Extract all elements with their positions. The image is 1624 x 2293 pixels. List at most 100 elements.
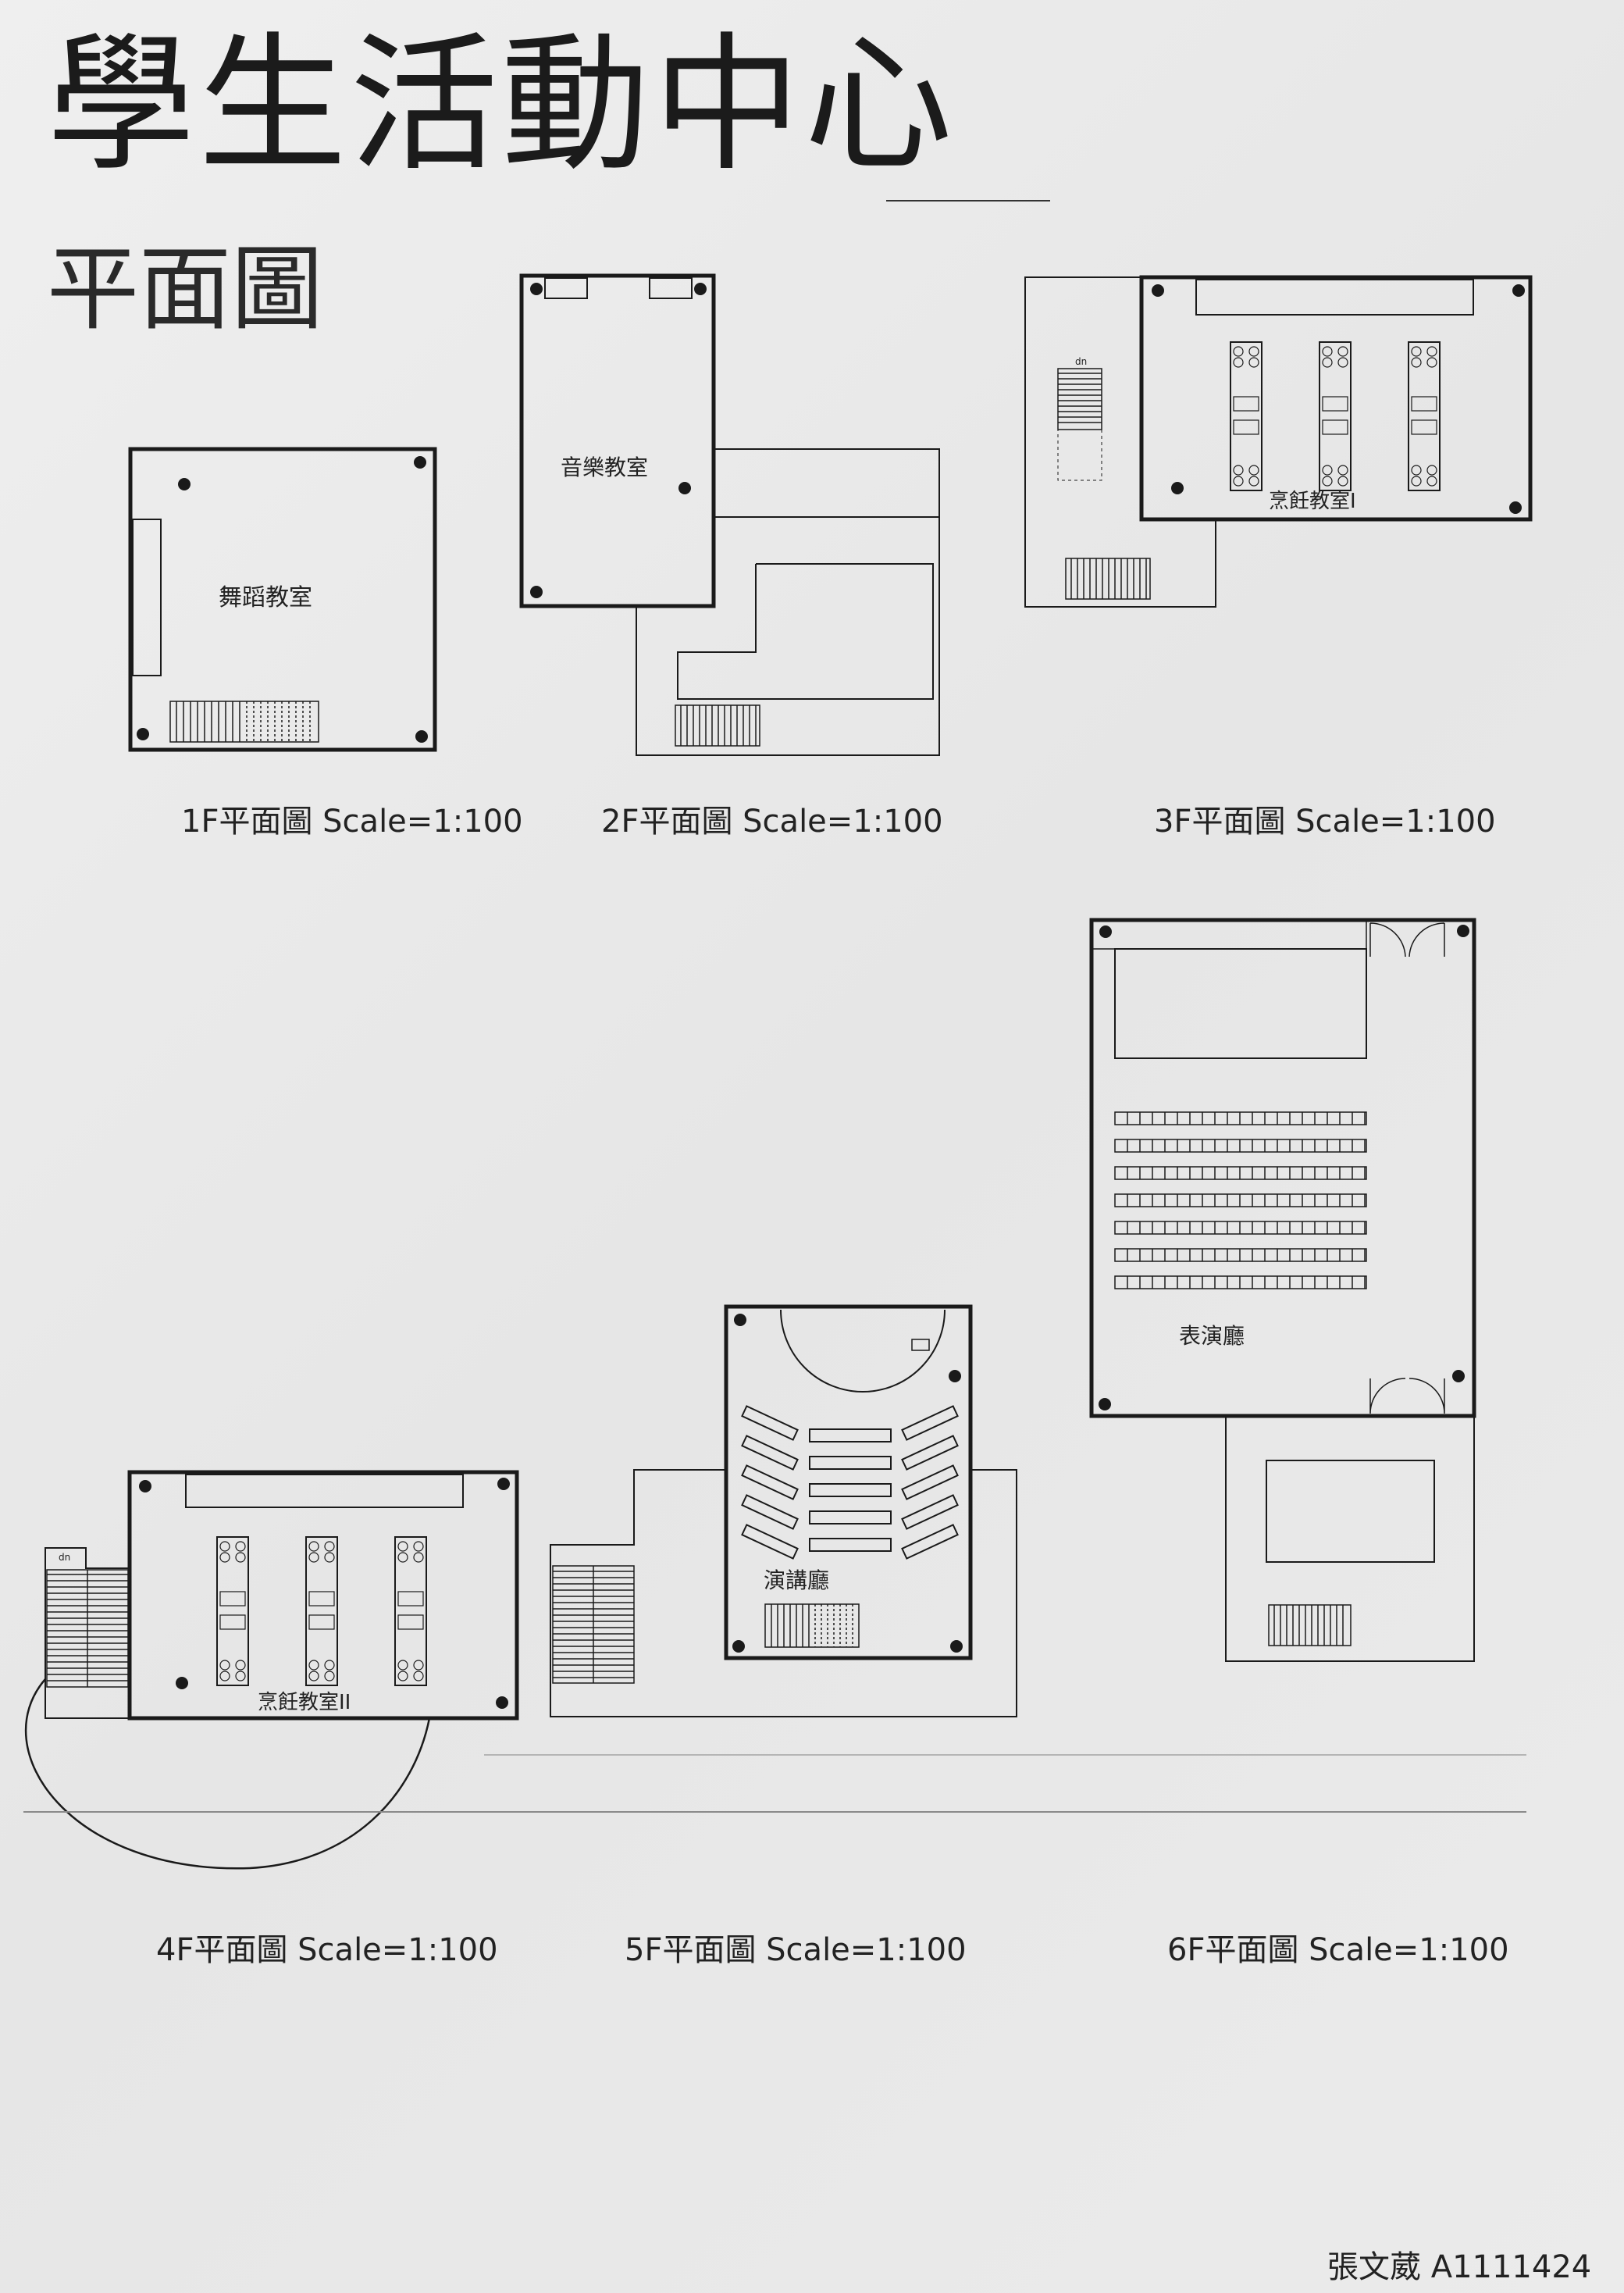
sink: [1411, 419, 1437, 435]
stove-burner: [1233, 476, 1244, 487]
columns-5f: [732, 1314, 963, 1653]
stove-burner: [235, 1660, 246, 1671]
poster-title: 學生活動中心: [47, 19, 956, 191]
seat-row: [1114, 1139, 1367, 1153]
caption-1f: 1F平面圖 Scale=1:100: [181, 804, 523, 840]
stair-label-dn-3f: dn: [1075, 356, 1087, 367]
seat-row: [1114, 1166, 1367, 1180]
seat-row-left: [741, 1405, 799, 1441]
author-signature: 張文葳 A1111424: [1327, 2249, 1592, 2285]
stove-burner: [1337, 357, 1348, 368]
plan-3f: dn 烹飪教室I: [1024, 275, 1533, 608]
stove-burner: [397, 1671, 408, 1681]
columns-2f: [530, 283, 707, 598]
caption-4f: 4F平面圖 Scale=1:100: [156, 1932, 498, 1968]
sink: [1322, 396, 1348, 412]
kitchen-island: [394, 1536, 427, 1686]
stove-burner: [1426, 465, 1437, 476]
stove-burner: [308, 1552, 319, 1563]
stove-burner: [1411, 357, 1422, 368]
kitchen-island: [305, 1536, 338, 1686]
stove-burner: [1426, 357, 1437, 368]
stove-burner: [1426, 476, 1437, 487]
stove-burner: [1337, 346, 1348, 357]
stove-burner: [397, 1541, 408, 1552]
stove-burner: [1322, 357, 1333, 368]
kitchen-island: [216, 1536, 249, 1686]
seat-row: [809, 1428, 892, 1442]
poster-subtitle: 平面圖: [47, 235, 324, 343]
stove-burner: [308, 1671, 319, 1681]
stove-burner: [413, 1671, 424, 1681]
stove-burner: [1248, 357, 1259, 368]
caption-2f: 2F平面圖 Scale=1:100: [601, 804, 943, 840]
seat-row: [1114, 1221, 1367, 1235]
columns-4f: [139, 1478, 510, 1709]
seat-row-right: [901, 1464, 959, 1500]
stove-burner: [1411, 476, 1422, 487]
room-label-cooking2: 烹飪教室II: [258, 1691, 351, 1714]
stove-burner: [1337, 476, 1348, 487]
stove-burner: [308, 1541, 319, 1552]
stove-burner: [1233, 465, 1244, 476]
stove-burner: [1411, 346, 1422, 357]
caption-6f: 6F平面圖 Scale=1:100: [1167, 1932, 1509, 1968]
kitchen-island: [1408, 341, 1441, 491]
columns-3f: [1152, 284, 1525, 514]
sink: [397, 1614, 424, 1630]
stove-burner: [413, 1541, 424, 1552]
caption-5f: 5F平面圖 Scale=1:100: [625, 1932, 967, 1968]
stove-burner: [413, 1552, 424, 1563]
seat-row-left: [741, 1524, 799, 1560]
room-label-performance: 表演廳: [1179, 1323, 1245, 1349]
seat-row-left: [741, 1494, 799, 1530]
stove-burner: [1233, 346, 1244, 357]
stove-burner: [1322, 346, 1333, 357]
stove-burner: [1411, 465, 1422, 476]
stove-burner: [219, 1660, 230, 1671]
columns-6f: [1099, 925, 1469, 1410]
stove-burner: [1322, 465, 1333, 476]
seat-row-right: [901, 1435, 959, 1471]
stove-burner: [235, 1552, 246, 1563]
stove-burner: [1322, 476, 1333, 487]
stove-burner: [324, 1552, 335, 1563]
stove-burner: [1337, 465, 1348, 476]
stove-burner: [324, 1541, 335, 1552]
title-underline: [886, 200, 1050, 201]
room-label-cooking1: 烹飪教室I: [1269, 490, 1356, 513]
sink: [308, 1614, 335, 1630]
stove-burner: [324, 1660, 335, 1671]
plan-2f: 音樂教室: [519, 273, 940, 756]
sink: [1233, 419, 1259, 435]
stove-burner: [1233, 357, 1244, 368]
columns-1f: [137, 456, 428, 743]
seat-row: [1114, 1275, 1367, 1289]
room-label-music: 音樂教室: [561, 455, 648, 480]
kitchen-island: [1230, 341, 1263, 491]
seat-row-right: [901, 1405, 959, 1441]
seat-row-right: [901, 1494, 959, 1530]
stove-burner: [219, 1671, 230, 1681]
seat-row: [809, 1456, 892, 1470]
seat-row: [809, 1538, 892, 1552]
sink: [308, 1591, 335, 1607]
stove-burner: [397, 1660, 408, 1671]
stove-burner: [308, 1660, 319, 1671]
seat-row: [809, 1510, 892, 1525]
sink: [219, 1591, 246, 1607]
plan-6f: 表演廳: [1089, 918, 1476, 1662]
stove-burner: [1426, 346, 1437, 357]
room-label-dance: 舞蹈教室: [219, 584, 312, 612]
seat-row-left: [741, 1435, 799, 1471]
room-label-lecture: 演講廳: [764, 1567, 829, 1593]
stove-burner: [219, 1541, 230, 1552]
stove-burner: [1248, 465, 1259, 476]
stove-burner: [324, 1671, 335, 1681]
plan-5f: 演講廳: [550, 1304, 1017, 1717]
stove-burner: [235, 1671, 246, 1681]
stove-burner: [235, 1541, 246, 1552]
seat-row-left: [741, 1464, 799, 1500]
